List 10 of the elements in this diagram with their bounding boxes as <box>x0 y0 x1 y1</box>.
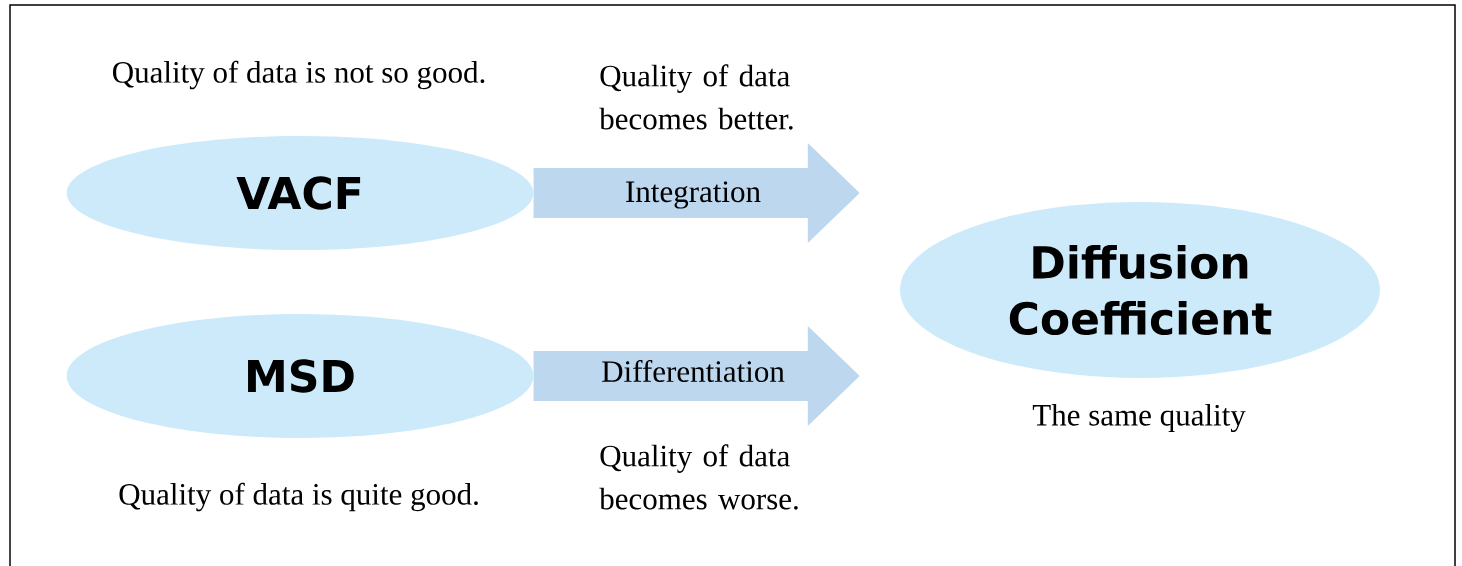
node-label: The same quality <box>1032 403 1246 433</box>
oval-node: MSD <box>66 314 534 438</box>
edge-label: Differentiation <box>602 359 785 383</box>
note-text: Quality of data becomes worse. <box>599 444 798 510</box>
node-label: Quality of data is quite good. <box>119 482 478 512</box>
edge-label: Integration <box>626 181 761 209</box>
oval-node: Diffusion Coefficient <box>900 202 1380 378</box>
node-label: Quality of data is not so good. <box>113 60 485 90</box>
oval-node: VACF <box>66 136 534 250</box>
note-text: Quality of data becomes better. <box>599 64 793 130</box>
